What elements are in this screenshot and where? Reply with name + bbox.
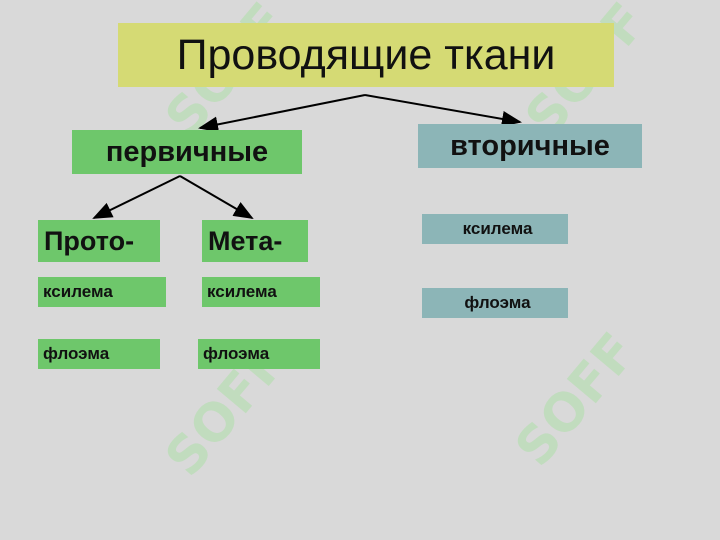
secondary-phloem-box: флоэма	[422, 288, 568, 318]
meta-phloem-box: флоэма	[198, 339, 320, 369]
proto-phloem-box: флоэма	[38, 339, 160, 369]
arrow-to-meta	[179, 175, 254, 220]
arrow-to-secondary	[364, 94, 522, 127]
secondary-xylem-box: ксилема	[422, 214, 568, 244]
meta-xylem-box: ксилема	[202, 277, 320, 307]
primary-tissues-box: первичные	[72, 130, 302, 174]
meta-box: Мета-	[202, 220, 308, 262]
arrow-to-proto	[92, 175, 181, 219]
diagram-title: Проводящие ткани	[118, 23, 614, 87]
proto-box: Прото-	[38, 220, 160, 262]
proto-xylem-box: ксилема	[38, 277, 166, 307]
arrow-to-primary	[198, 94, 366, 133]
secondary-tissues-box: вторичные	[418, 124, 642, 168]
